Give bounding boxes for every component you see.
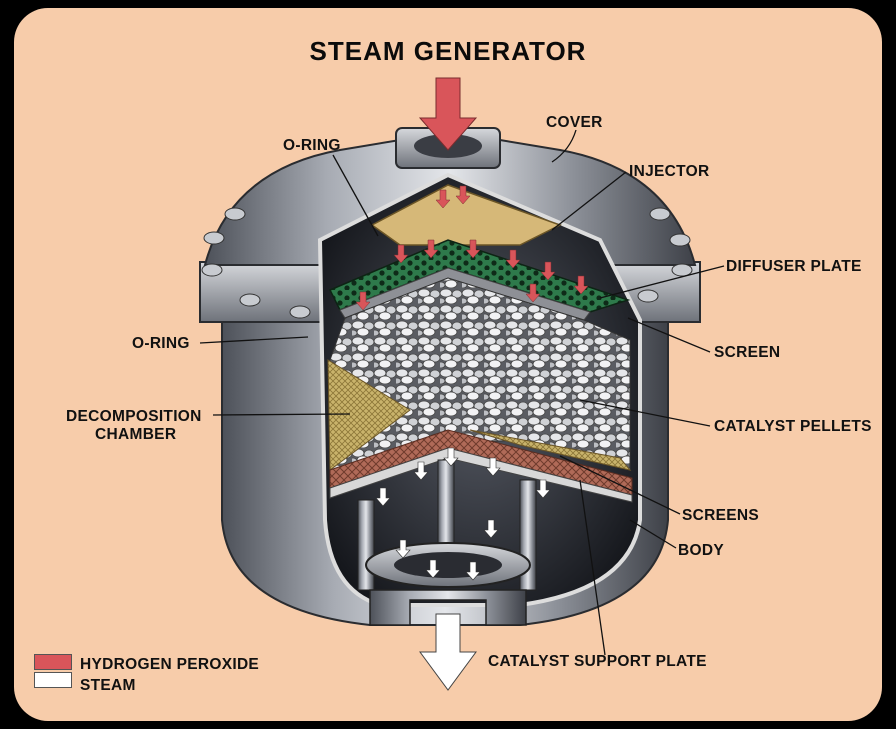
injector-plate [370,184,562,246]
outlet-pipe [369,589,527,626]
outlet-arrow [419,613,477,691]
legend-label-hydrogen-peroxide: HYDROGEN PEROXIDE [80,656,260,673]
legend-swatch-steam [34,672,72,688]
legend-label-steam: STEAM [80,677,136,694]
inlet-arrow [418,77,478,151]
label-catalyst-support-plate: CATALYST SUPPORT PLATE [488,653,707,670]
label-injector: INJECTOR [629,163,710,180]
label-decomposition-chamber-line2: CHAMBER [95,426,177,443]
label-screens: SCREENS [682,507,760,524]
legend-swatch-hydrogen-peroxide [34,654,72,670]
label-o-ring-top: O-RING [283,137,341,154]
label-o-ring-left: O-RING [132,335,190,352]
label-decomposition-chamber-line1: DECOMPOSITION [66,408,202,425]
steam-flow-arrows [375,447,551,581]
label-diffuser-plate: DIFFUSER PLATE [726,258,862,275]
label-body: BODY [678,542,724,559]
peroxide-flow-arrows [355,185,589,311]
leader-lines [199,129,725,656]
diagram-title: STEAM GENERATOR [309,36,587,66]
label-cover: COVER [546,114,603,131]
decomposition-chamber-mesh [327,359,411,471]
flange-bolts [201,207,693,319]
label-catalyst-pellets: CATALYST PELLETS [714,418,872,435]
label-screen: SCREEN [714,344,781,361]
